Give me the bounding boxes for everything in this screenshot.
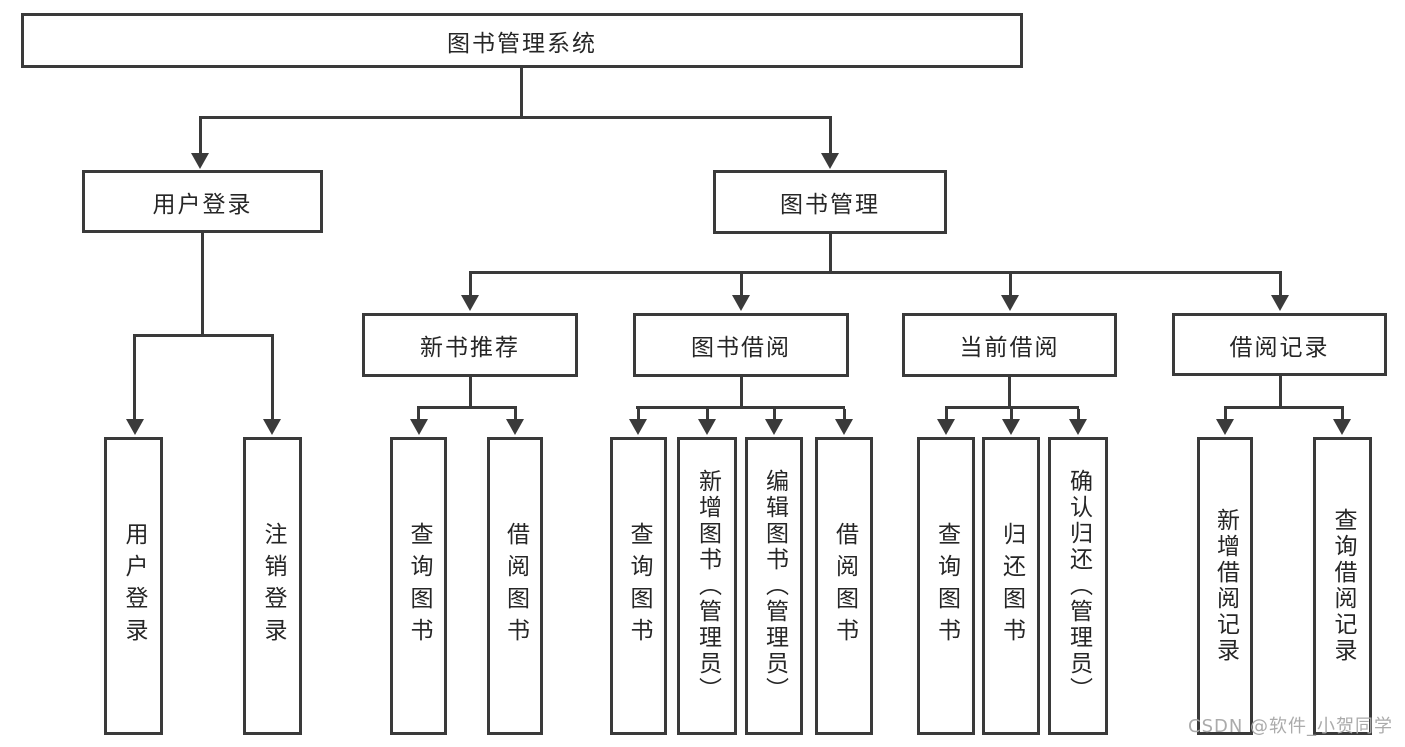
connector-currentborrow-drop-3 [1077, 409, 1080, 421]
node-root: 图书管理系统 [21, 13, 1023, 68]
connector-newbook-drop-1 [417, 409, 420, 421]
connector-bookborrow-drop-2 [706, 409, 709, 421]
node-book-borrow: 图书借阅 [633, 313, 849, 377]
arrow-bookborrow-leaf-4 [835, 419, 853, 435]
connector-bookborrow-drop-4 [843, 409, 846, 421]
leaf-logout-label: 注销登录 [260, 522, 286, 650]
node-book-borrow-label: 图书借阅 [691, 335, 791, 361]
arrow-to-user-login [191, 153, 209, 169]
arrow-borrowrecord-leaf-1 [1216, 419, 1234, 435]
arrow-newbook-leaf-2 [506, 419, 524, 435]
node-book-management-label: 图书管理 [780, 192, 880, 218]
connector-user-login-drop-1 [133, 335, 136, 420]
connector-newbook-stub [469, 377, 472, 408]
connector-root-stub [520, 68, 523, 118]
connector-bookborrow-hbar [636, 406, 845, 409]
leaf-newbook-borrow-book: 借阅图书 [487, 437, 543, 735]
leaf-add-borrow-record-label: 新增借阅记录 [1212, 508, 1239, 664]
leaf-user-login-label: 用户登录 [121, 522, 147, 650]
connector-bookborrow-drop-1 [637, 409, 640, 421]
leaf-add-book-admin-label: 新增图书（管理员） [694, 469, 721, 703]
connector-currentborrow-drop-2 [1010, 409, 1013, 421]
node-new-book-recommend-label: 新书推荐 [420, 335, 520, 361]
connector-borrowrecord-drop-1 [1224, 409, 1227, 421]
connector-newbook-hbar [417, 406, 517, 409]
node-book-management: 图书管理 [713, 170, 947, 234]
arrow-bookborrow-leaf-1 [629, 419, 647, 435]
connector-borrowrecord-stub [1279, 376, 1282, 408]
connector-root-left-drop [199, 118, 202, 154]
arrow-to-leaf-user-login [126, 419, 144, 435]
leaf-user-login: 用户登录 [104, 437, 163, 735]
leaf-edit-book-admin-label: 编辑图书（管理员） [761, 469, 788, 703]
connector-book-mgmt-drop-1 [469, 273, 472, 297]
leaf-edit-book-admin: 编辑图书（管理员） [745, 437, 803, 735]
node-user-login: 用户登录 [82, 170, 323, 233]
connector-user-login-stub [201, 233, 204, 335]
leaf-query-borrow-record-label: 查询借阅记录 [1330, 508, 1356, 664]
leaf-confirm-return-admin: 确认归还（管理员） [1048, 437, 1108, 735]
leaf-logout: 注销登录 [243, 437, 302, 735]
connector-currentborrow-hbar [945, 406, 1079, 409]
leaf-return-book: 归还图书 [982, 437, 1040, 735]
leaf-borrow-borrow-book-label: 借阅图书 [831, 522, 858, 650]
connector-book-mgmt-stub [829, 234, 832, 273]
arrow-to-new-book-recommend [461, 295, 479, 311]
node-borrow-record-label: 借阅记录 [1229, 334, 1330, 361]
leaf-newbook-query-book: 查询图书 [390, 437, 447, 735]
leaf-borrow-query-book: 查询图书 [610, 437, 667, 735]
connector-root-right-drop [829, 118, 832, 154]
arrow-bookborrow-leaf-2 [698, 419, 716, 435]
arrow-currentborrow-leaf-3 [1069, 419, 1087, 435]
connector-book-mgmt-hbar [469, 271, 1282, 274]
node-current-borrow-label: 当前借阅 [959, 335, 1060, 361]
arrow-to-book-management [821, 153, 839, 169]
arrow-to-current-borrow [1001, 295, 1019, 311]
leaf-current-query-book: 查询图书 [917, 437, 975, 735]
leaf-confirm-return-admin-label: 确认归还（管理员） [1065, 469, 1092, 703]
connector-book-mgmt-drop-2 [740, 273, 743, 297]
leaf-current-query-book-label: 查询图书 [933, 522, 960, 650]
leaf-add-book-admin: 新增图书（管理员） [677, 437, 737, 735]
node-new-book-recommend: 新书推荐 [362, 313, 578, 377]
connector-book-mgmt-drop-3 [1009, 273, 1012, 297]
connector-borrowrecord-hbar [1224, 406, 1344, 409]
leaf-newbook-query-book-label: 查询图书 [406, 522, 432, 650]
connector-book-mgmt-drop-4 [1279, 273, 1282, 297]
node-current-borrow: 当前借阅 [902, 313, 1117, 377]
arrow-to-borrow-record [1271, 295, 1289, 311]
arrow-newbook-leaf-1 [410, 419, 428, 435]
watermark: CSDN @软件_小贺同学 [1188, 716, 1394, 737]
arrow-to-book-borrow [732, 295, 750, 311]
node-user-login-label: 用户登录 [152, 191, 253, 218]
arrow-currentborrow-leaf-2 [1002, 419, 1020, 435]
leaf-query-borrow-record: 查询借阅记录 [1313, 437, 1372, 735]
leaf-add-borrow-record: 新增借阅记录 [1197, 437, 1253, 735]
connector-root-hbar [199, 116, 832, 119]
arrow-to-leaf-logout [263, 419, 281, 435]
connector-newbook-drop-2 [514, 409, 517, 421]
connector-user-login-drop-2 [271, 335, 274, 420]
connector-user-login-hbar [133, 334, 274, 337]
leaf-return-book-label: 归还图书 [998, 522, 1025, 650]
connector-currentborrow-stub [1008, 377, 1011, 408]
node-borrow-record: 借阅记录 [1172, 313, 1387, 376]
connector-bookborrow-drop-3 [773, 409, 776, 421]
node-root-label: 图书管理系统 [447, 30, 597, 57]
connector-currentborrow-drop-1 [945, 409, 948, 421]
arrow-borrowrecord-leaf-2 [1333, 419, 1351, 435]
leaf-borrow-borrow-book: 借阅图书 [815, 437, 873, 735]
leaf-borrow-query-book-label: 查询图书 [626, 522, 652, 650]
leaf-newbook-borrow-book-label: 借阅图书 [502, 522, 529, 650]
connector-bookborrow-stub [740, 377, 743, 408]
arrow-currentborrow-leaf-1 [937, 419, 955, 435]
arrow-bookborrow-leaf-3 [765, 419, 783, 435]
connector-borrowrecord-drop-2 [1341, 409, 1344, 421]
